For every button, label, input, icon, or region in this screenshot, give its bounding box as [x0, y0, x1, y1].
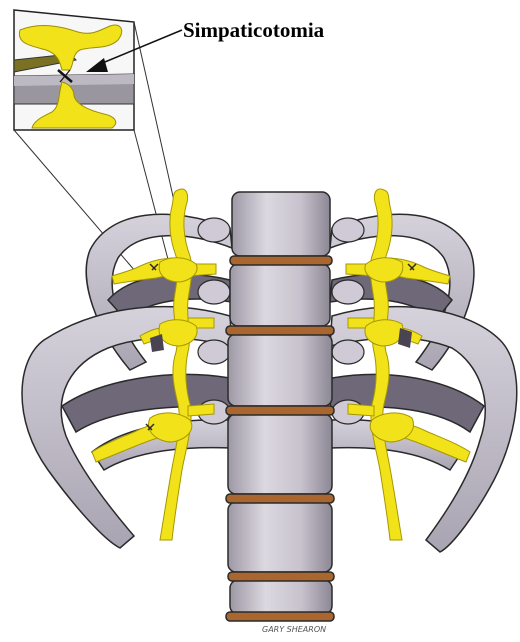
- artist-signature: GARY SHEARON: [262, 625, 326, 634]
- magnified-inset: [14, 10, 134, 130]
- vertebral-column: [226, 192, 334, 621]
- callout-label: Simpaticotomia: [183, 18, 324, 43]
